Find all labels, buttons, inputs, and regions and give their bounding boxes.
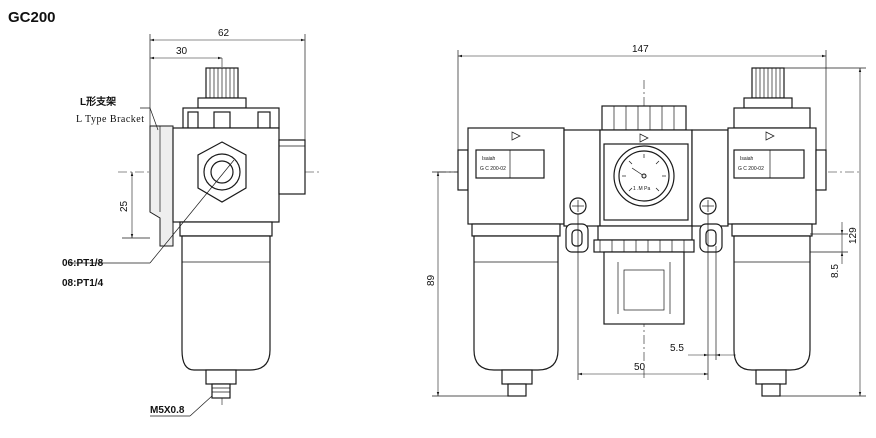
pressure-gauge: 1 .M Pa: [613, 145, 675, 207]
dim-147: 147: [632, 44, 649, 55]
dim-62: 62: [218, 28, 230, 39]
dim-25: 25: [119, 200, 130, 212]
drawing-title: GC200: [8, 9, 56, 26]
filter-unit: Isaiah G C 200-02: [457, 127, 565, 397]
bracket-label-cn: L形支架: [80, 95, 116, 108]
connector-left: [563, 129, 601, 253]
drain-fitting: [205, 369, 237, 399]
l-type-bracket: [149, 125, 174, 247]
inlet-port: [197, 141, 247, 203]
gauge-scale-label: 1 .M Pa: [633, 186, 650, 192]
dim-5-5: 5.5: [670, 343, 684, 354]
lubricator-unit: Isaiah G C 200-02: [727, 67, 827, 397]
filter-brand: Isaiah: [482, 156, 496, 162]
port-label-pt18: 06:PT1/8: [62, 258, 104, 269]
adjust-knob: [197, 67, 247, 109]
dim-8-5: 8.5: [830, 264, 841, 278]
left-view: 62 30 25 L形支架 L Type Bracket 06:PT1/8 08…: [62, 28, 322, 417]
bracket-label-en: L Type Bracket: [76, 114, 145, 125]
right-view: Isaiah G C 200-02: [426, 44, 866, 397]
dim-129: 129: [848, 227, 859, 244]
thread-label: M5X0.8: [150, 405, 185, 416]
regulator-unit: 1 .M Pa: [593, 105, 695, 325]
dim-89: 89: [426, 274, 437, 286]
filter-bowl: [181, 235, 271, 371]
unit-brand: Isaiah: [740, 156, 754, 162]
connector-right: [691, 129, 729, 253]
dim-50: 50: [634, 362, 646, 373]
dim-30: 30: [176, 46, 188, 57]
filter-model: G C 200-02: [480, 166, 506, 172]
unit-model: G C 200-02: [738, 166, 764, 172]
port-label-pt14: 08:PT1/4: [62, 278, 104, 289]
